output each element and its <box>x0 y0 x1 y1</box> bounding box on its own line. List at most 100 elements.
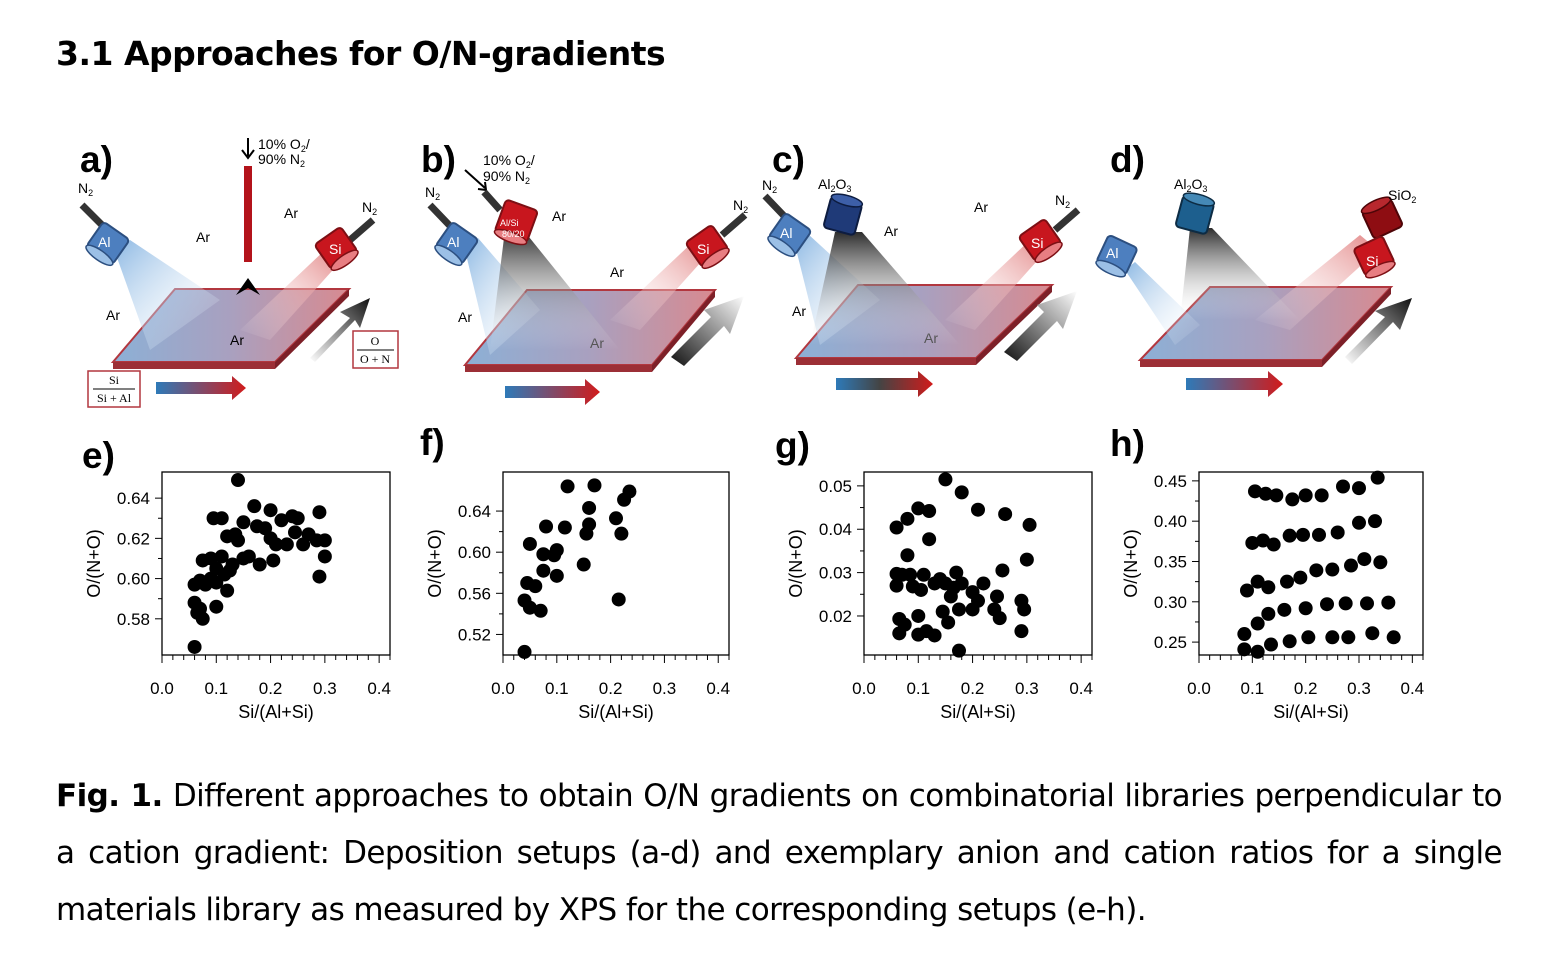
plot-frame <box>161 471 391 656</box>
data-point <box>576 557 591 572</box>
data-point <box>1017 602 1032 617</box>
data-point <box>889 520 904 535</box>
al-label-a: Al <box>98 234 110 250</box>
y-tick-label: 0.60 <box>458 543 491 562</box>
data-point <box>1261 606 1276 621</box>
data-point <box>187 639 202 654</box>
o-gradient-arrow-d <box>1345 298 1412 364</box>
y-tick-label: 0.58 <box>117 610 150 629</box>
ar-label-b3: Ar <box>458 309 472 325</box>
si-target-b <box>685 225 730 270</box>
n2-line-si-a <box>347 217 376 243</box>
data-point <box>536 563 551 578</box>
substrate-a-edge <box>113 362 275 369</box>
data-point <box>1022 517 1037 532</box>
data-point <box>935 604 950 619</box>
data-point <box>971 593 985 608</box>
x-tick-label: 0.3 <box>1347 679 1371 698</box>
al-target-c <box>767 213 812 258</box>
data-point <box>1357 552 1372 567</box>
data-point <box>900 548 915 563</box>
al-label-c: Al <box>780 225 792 241</box>
data-point <box>1298 488 1313 503</box>
formula-si-ratio: Si Si + Al <box>87 370 141 408</box>
data-point <box>317 549 332 564</box>
data-point <box>312 569 327 584</box>
ar-label-a1: Ar <box>196 229 210 245</box>
substrate-d-edge <box>1140 360 1322 367</box>
data-point <box>288 525 302 540</box>
ar-label-c4: Ar <box>924 330 938 346</box>
data-point <box>279 537 294 552</box>
ar-label-c1: Ar <box>974 199 988 215</box>
al-target-b <box>434 222 479 267</box>
data-point <box>549 543 564 558</box>
ar-label-c2: Ar <box>884 223 898 239</box>
data-point <box>522 536 537 551</box>
data-point <box>522 600 537 615</box>
data-point <box>1240 583 1254 598</box>
data-point <box>263 503 278 518</box>
si-target-d <box>1353 235 1396 279</box>
substrate-b-side <box>652 290 715 372</box>
al-label-b: Al <box>447 234 459 250</box>
data-point <box>214 511 229 526</box>
ar-label-a4: Ar <box>230 332 244 348</box>
data-point <box>889 578 904 593</box>
x-tick-label: 0.1 <box>906 679 930 698</box>
chart-panel-letter: e) <box>82 435 115 476</box>
y-tick-label: 0.35 <box>1154 552 1187 571</box>
setup-d: d) Al Al2O3 SiO2 Si <box>1095 139 1416 397</box>
data-point <box>949 565 964 580</box>
panel-letter-c: c) <box>772 139 805 180</box>
gas-arrow-a <box>241 138 255 160</box>
data-point <box>214 549 229 564</box>
ar-label-a3: Ar <box>106 307 120 323</box>
data-point <box>622 484 637 499</box>
section-title: 3.1 Approaches for O/N-gradients <box>56 34 666 73</box>
data-point <box>1338 596 1353 611</box>
figure-caption: Fig. 1. Different approaches to obtain O… <box>56 768 1503 939</box>
data-point <box>549 568 564 583</box>
al-target-a <box>85 222 130 267</box>
x-axis-label: Si/(Al+Si) <box>940 702 1016 722</box>
data-point <box>609 511 623 526</box>
data-point <box>954 576 969 591</box>
data-point <box>1344 558 1358 573</box>
data-point <box>1296 527 1310 542</box>
data-point <box>247 499 262 514</box>
data-point <box>938 472 953 487</box>
data-point <box>195 611 210 626</box>
data-point <box>1301 630 1316 645</box>
cation-gradient-arrow-b <box>505 379 600 405</box>
data-point <box>266 553 281 568</box>
mixed-target-label-b1: Al/Si <box>500 218 519 228</box>
substrate-d-side <box>1322 287 1391 367</box>
data-point <box>1373 555 1388 570</box>
formula-o-bottom: O + N <box>360 352 390 366</box>
x-axis-label: Si/(Al+Si) <box>578 702 654 722</box>
substrate-c-side <box>976 285 1052 365</box>
al-beam-a <box>115 240 220 350</box>
x-tick-label: 0.1 <box>204 679 228 698</box>
data-point <box>1320 597 1334 612</box>
data-point <box>1381 595 1396 610</box>
caption-label: Fig. 1. <box>56 778 163 814</box>
data-point <box>976 576 991 591</box>
x-tick-label: 0.1 <box>1241 679 1265 698</box>
data-point <box>528 579 543 594</box>
cation-gradient-arrow-d <box>1186 371 1283 397</box>
data-point <box>1277 602 1292 617</box>
x-tick-label: 0.4 <box>706 679 730 698</box>
data-point <box>1365 626 1380 641</box>
x-tick-label: 0.4 <box>1069 679 1093 698</box>
data-point <box>916 567 931 582</box>
data-point <box>225 557 240 572</box>
formula-o-top: O <box>371 334 380 348</box>
data-point <box>914 582 928 597</box>
si-beam-a <box>240 250 340 340</box>
data-point <box>539 519 554 534</box>
data-point <box>900 511 915 526</box>
oxide-target-c <box>823 193 864 236</box>
